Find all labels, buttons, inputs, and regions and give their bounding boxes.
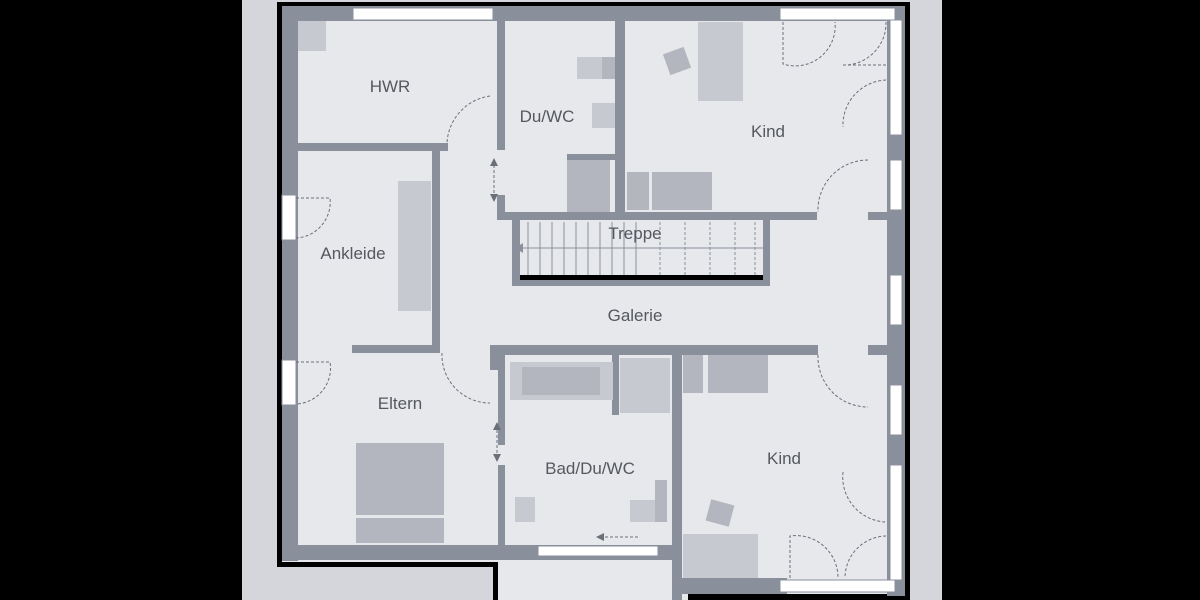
- door-swings: [295, 21, 887, 579]
- room-label-bad: Bad/Du/WC: [545, 459, 635, 478]
- room-label-du-wc: Du/WC: [520, 107, 575, 126]
- walls: [282, 6, 905, 600]
- room-label-kind-top: Kind: [751, 122, 785, 141]
- room-label-galerie: Galerie: [608, 306, 663, 325]
- room-label-ankleide: Ankleide: [320, 244, 385, 263]
- room-label-hwr: HWR: [370, 77, 411, 96]
- stair-edge: [520, 275, 763, 280]
- windows: [281, 7, 903, 593]
- room-label-eltern: Eltern: [378, 394, 422, 413]
- stair-treads: [520, 222, 763, 276]
- furniture: [298, 21, 768, 578]
- arrow-icons: [490, 158, 604, 541]
- room-label-treppe: Treppe: [608, 224, 661, 243]
- room-label-kind-bottom: Kind: [767, 449, 801, 468]
- stair-arrow-icon: [515, 243, 523, 253]
- outer-outline: [277, 2, 910, 600]
